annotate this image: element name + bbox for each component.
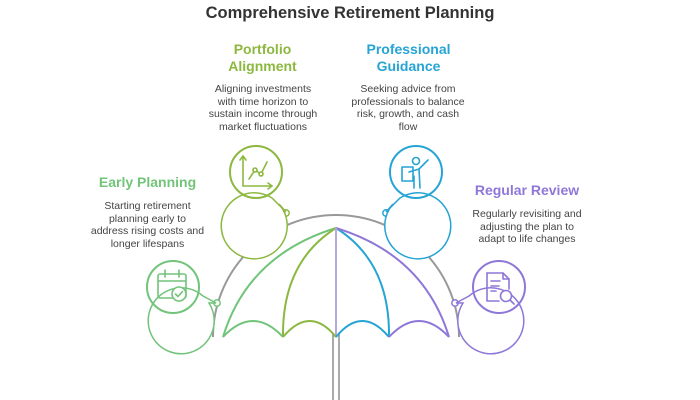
professional-guidance-heading-line: Guidance — [376, 58, 441, 74]
early-planning-desc-line: address rising costs and — [90, 225, 205, 237]
canopy-scallop-blue — [335, 320, 390, 338]
calendar-check-icon — [157, 269, 187, 302]
canopy-scallop-lime — [282, 320, 337, 338]
canopy-rib-blue — [335, 227, 391, 338]
early-planning-heading-text: Early Planning — [98, 174, 197, 190]
regular-review-description: Regularly revisiting and adjusting the p… — [452, 208, 602, 246]
early-planning-desc-line: planning early to — [108, 212, 187, 225]
early-planning-heading: Early Planning — [85, 174, 210, 191]
professional-guidance-badge — [384, 145, 452, 260]
early-planning-description: Starting retirement planning early to ad… — [70, 200, 225, 250]
portfolio-alignment-badge — [220, 145, 288, 260]
regular-review-heading-text: Regular Review — [474, 182, 580, 198]
professional-guidance-desc-line: flow — [398, 120, 418, 133]
regular-review-desc-line: adjusting the plan to — [480, 220, 574, 233]
portfolio-alignment-description: Aligning investments with time horizon t… — [188, 83, 338, 133]
document-search-icon — [486, 272, 515, 305]
early-planning-badge — [146, 260, 217, 355]
professional-guidance-desc-line: risk, growth, and cash — [356, 108, 460, 120]
canopy-rib-violet — [335, 227, 450, 338]
canopy-scallop-violet — [388, 320, 450, 338]
early-planning-desc-line: Starting retirement — [104, 200, 191, 212]
portfolio-alignment-heading: Portfolio Alignment — [200, 41, 325, 75]
portfolio-alignment-desc-line: Aligning investments — [214, 83, 312, 95]
professional-guidance-heading-line: Professional — [366, 41, 451, 57]
canopy-scallop-green — [222, 320, 284, 338]
canopy-rib-green — [222, 227, 337, 338]
umbrella-outer-arc — [212, 214, 460, 338]
professional-guidance-desc-line: Seeking advice from — [360, 83, 456, 95]
canopy-rib-lime — [281, 227, 337, 338]
portfolio-alignment-desc-line: market fluctuations — [218, 120, 308, 133]
umbrella-canopy — [222, 227, 450, 338]
early-planning-desc-line: longer lifespans — [110, 237, 185, 250]
regular-review-badge — [455, 260, 526, 355]
regular-review-desc-line: Regularly revisiting and — [472, 208, 582, 220]
portfolio-alignment-heading-line: Portfolio — [233, 41, 292, 57]
portfolio-alignment-desc-line: sustain income through — [208, 108, 318, 120]
growth-chart-icon — [239, 154, 274, 190]
umbrella-handle — [332, 333, 340, 400]
professional-guidance-heading: Professional Guidance — [346, 41, 471, 75]
regular-review-heading: Regular Review — [462, 182, 592, 199]
professional-guidance-description: Seeking advice from professionals to bal… — [333, 83, 483, 133]
regular-review-desc-line: adapt to life changes — [478, 233, 576, 245]
professional-guidance-desc-line: professionals to balance — [351, 95, 465, 108]
portfolio-alignment-desc-line: with time horizon to — [217, 95, 309, 108]
portfolio-alignment-heading-line: Alignment — [228, 58, 297, 74]
diagram-title: Comprehensive Retirement Planning — [205, 4, 495, 22]
presenter-icon — [401, 156, 429, 189]
